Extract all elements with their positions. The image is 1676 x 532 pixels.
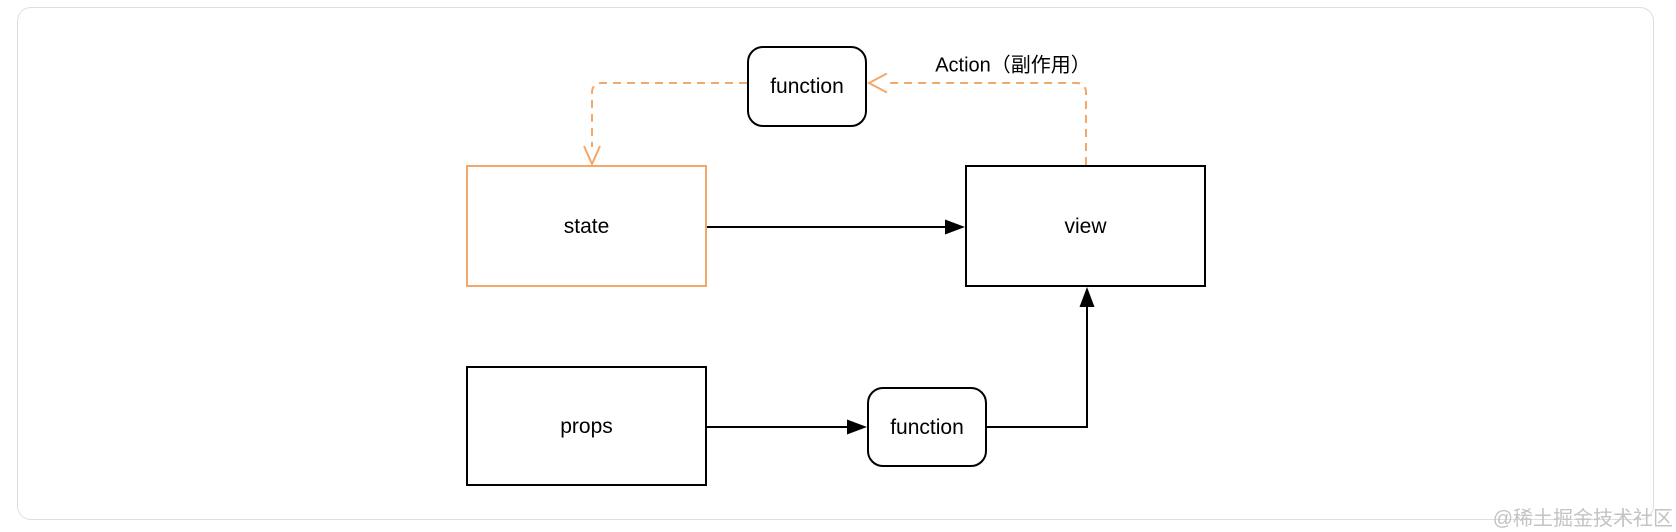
- node-function-bottom-label: function: [890, 415, 964, 439]
- node-state-label: state: [563, 214, 610, 238]
- edge-label-action: Action（副作用）: [935, 54, 1091, 77]
- node-props-label: props: [560, 414, 613, 438]
- node-view: view: [965, 165, 1206, 287]
- node-props: props: [466, 366, 707, 486]
- node-function-top-label: function: [770, 75, 844, 98]
- node-function-bottom: function: [867, 387, 987, 467]
- watermark-text: @稀土掘金技术社区: [1492, 508, 1673, 530]
- node-function-top: function: [747, 46, 867, 127]
- node-state: state: [466, 165, 707, 287]
- node-view-label: view: [1064, 214, 1107, 238]
